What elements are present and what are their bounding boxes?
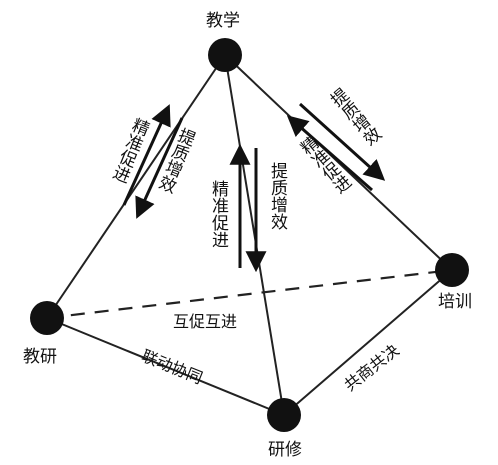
node-left bbox=[30, 301, 64, 335]
edge-label-left-bottom: 联动协同 bbox=[139, 346, 205, 388]
node-right bbox=[435, 253, 469, 287]
node-top-label: 教学 bbox=[206, 11, 240, 31]
arrow-label-left-down: 提质增效 bbox=[153, 124, 197, 195]
arrow-label-right-up: 提质增效 bbox=[324, 85, 383, 150]
arrow-left-up bbox=[122, 104, 171, 206]
arrow-right-up bbox=[286, 115, 373, 192]
arrow-left-down bbox=[135, 117, 184, 219]
edge-left-bottom bbox=[46, 317, 285, 416]
arrow-label-center-down: 提质增效 bbox=[267, 162, 288, 230]
arrow-label-center-up: 精准促进 bbox=[208, 180, 229, 248]
node-left-label: 教研 bbox=[23, 347, 57, 367]
node-top bbox=[208, 38, 242, 72]
arrow-right-down bbox=[298, 102, 386, 181]
edge-left-right-dashed bbox=[46, 268, 453, 320]
edge-right-bottom bbox=[283, 269, 453, 416]
edge-label-left-right: 互促互进 bbox=[173, 312, 237, 331]
node-bottom bbox=[267, 398, 301, 432]
edge-label-right-bottom: 共商共决 bbox=[341, 340, 403, 394]
node-bottom-label: 研修 bbox=[268, 440, 302, 460]
edge-top-left bbox=[46, 54, 226, 319]
node-right-label: 培训 bbox=[438, 292, 472, 312]
